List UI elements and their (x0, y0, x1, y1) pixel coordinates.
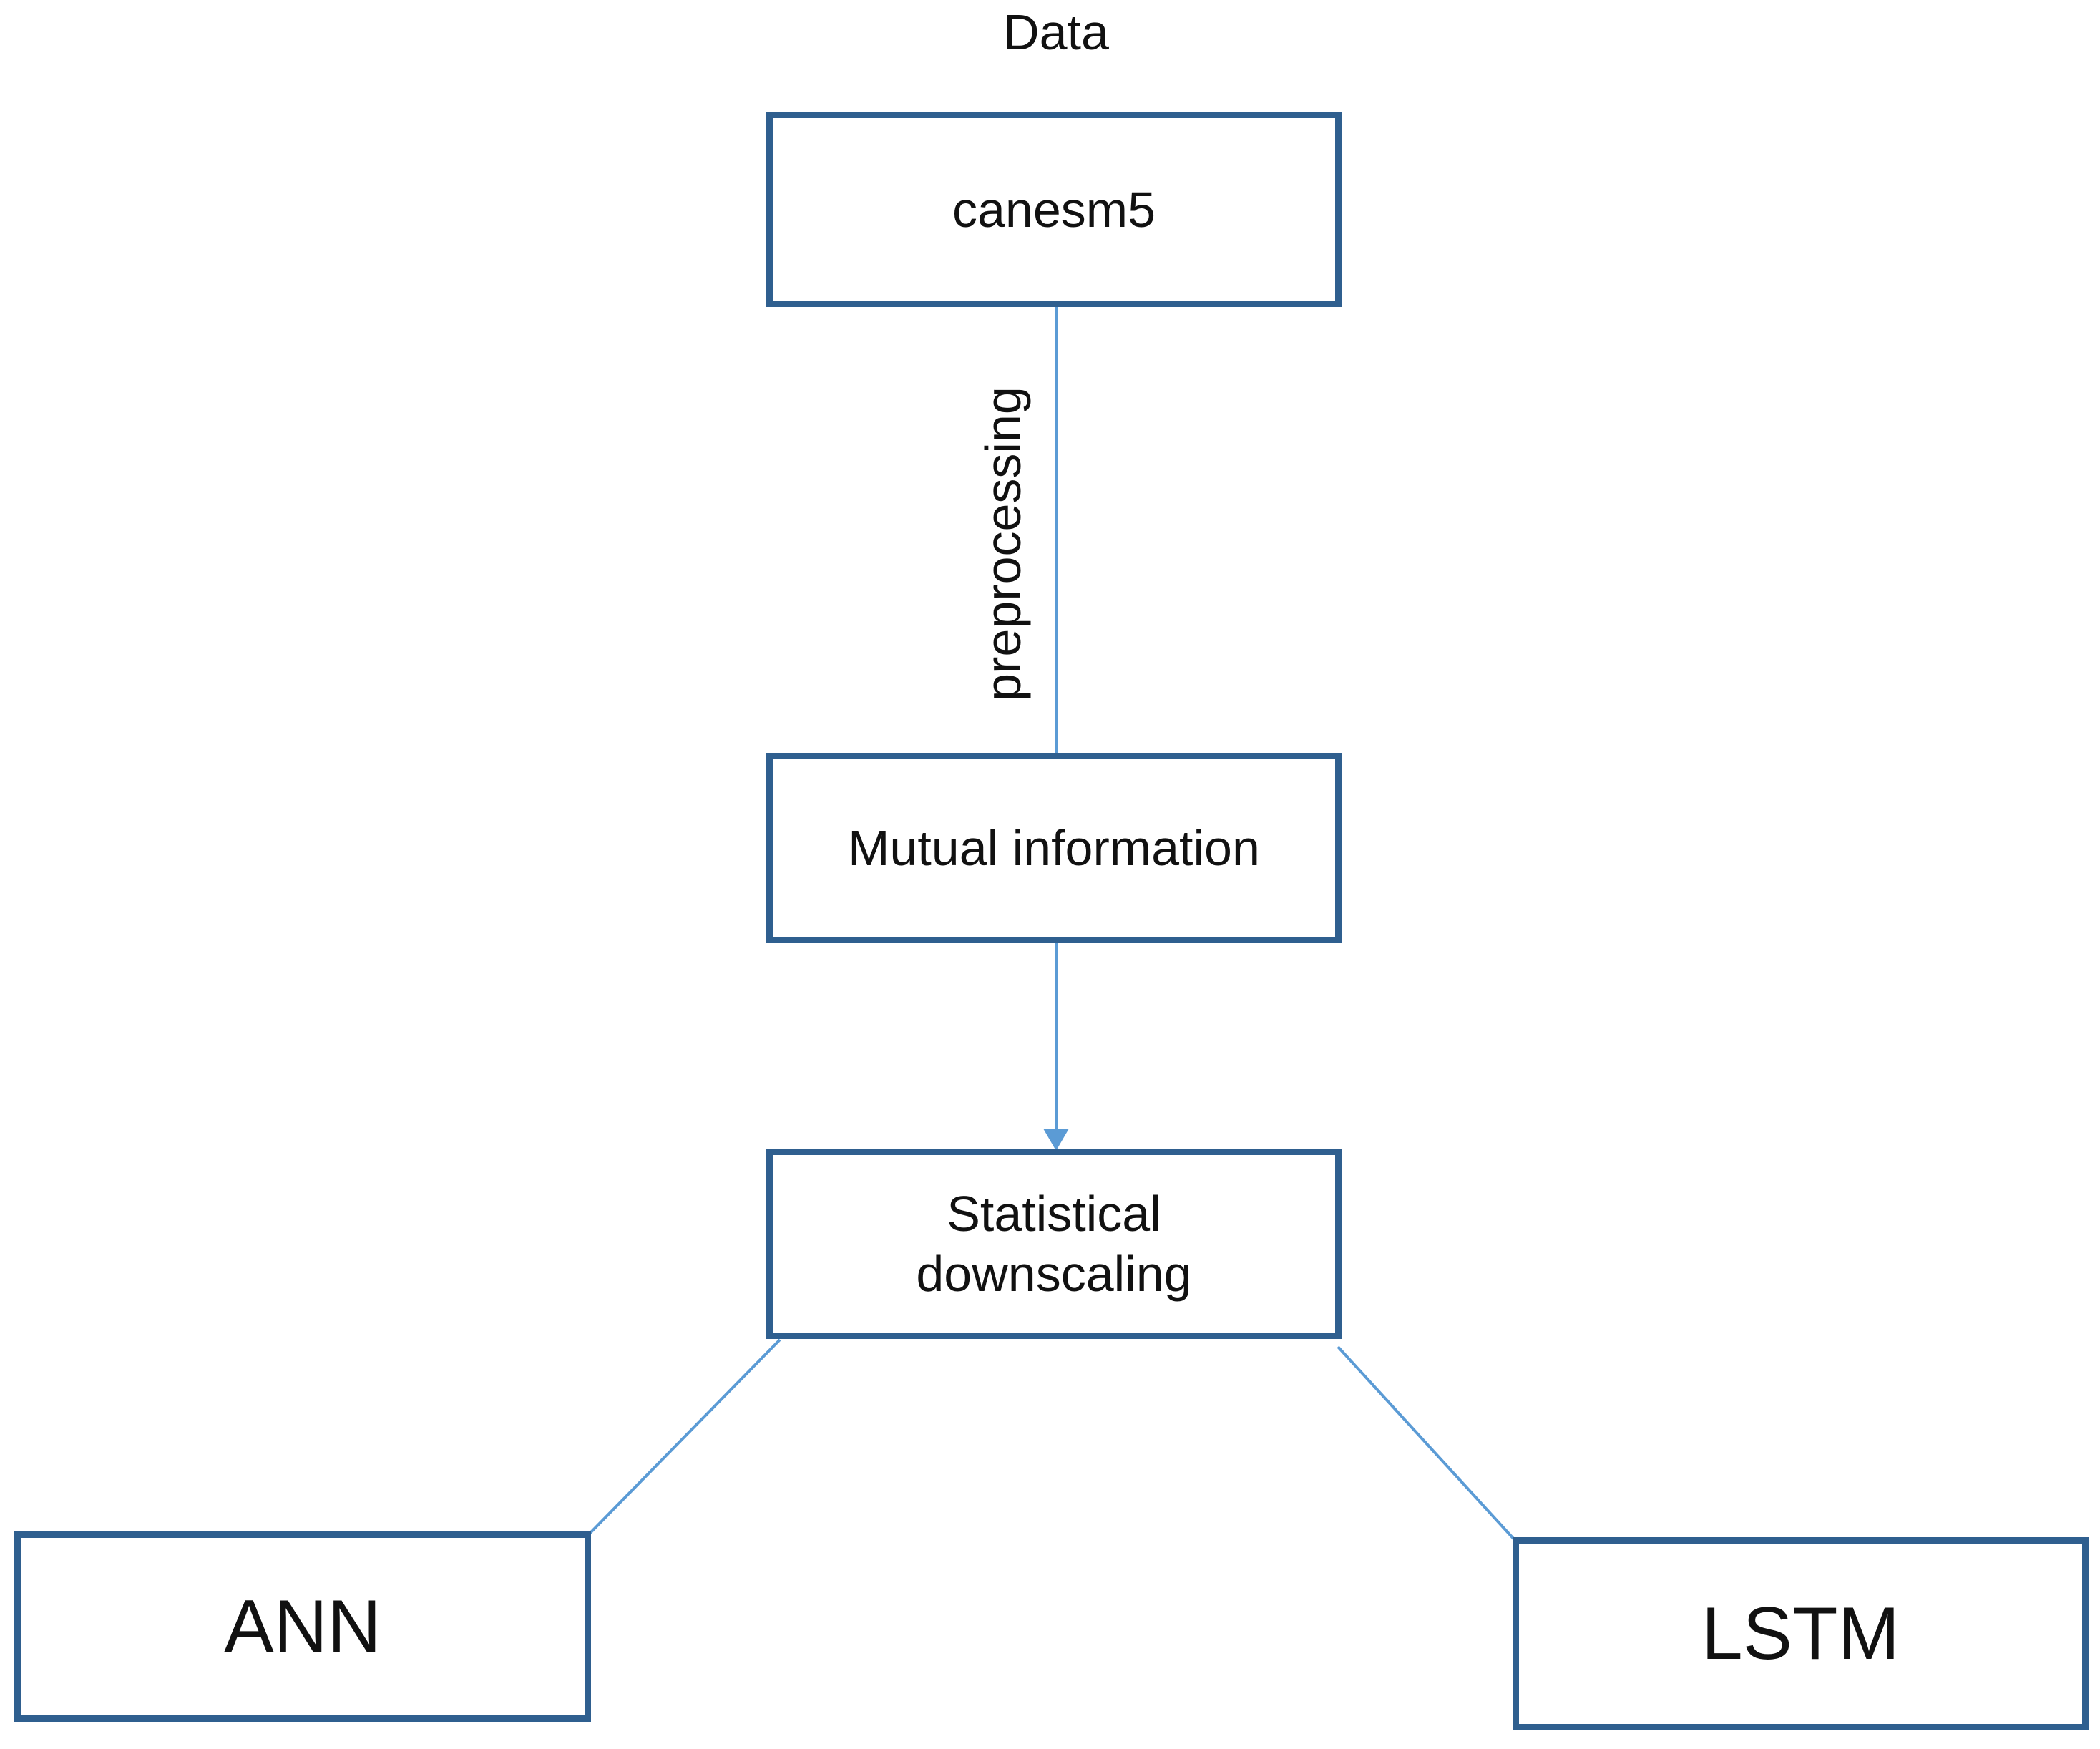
ann-node-label: ANN (224, 1584, 381, 1668)
canesm5-node-label: canesm5 (952, 181, 1156, 238)
ann-node: ANN (14, 1531, 591, 1722)
lstm-node: LSTM (1513, 1537, 2089, 1730)
lstm-node-label: LSTM (1701, 1592, 1900, 1675)
statistical-downscaling-node: Statistical downscaling (766, 1149, 1342, 1339)
mutual-information-to-statistical-downscaling-arrowhead (1043, 1129, 1069, 1151)
statistical-downscaling-node-label-line-1: Statistical (947, 1186, 1161, 1242)
preprocessing-edge-label: preprocessing (975, 386, 1031, 701)
statistical-downscaling-to-ann-connector (587, 1338, 781, 1536)
diagram-title: Data (1003, 4, 1109, 60)
canesm5-node: canesm5 (766, 112, 1342, 307)
mutual-information-node-label: Mutual information (848, 820, 1260, 876)
statistical-downscaling-to-lstm-connector (1337, 1345, 1517, 1542)
statistical-downscaling-node-label-line-2: downscaling (916, 1246, 1192, 1302)
mutual-information-node: Mutual information (766, 753, 1342, 943)
